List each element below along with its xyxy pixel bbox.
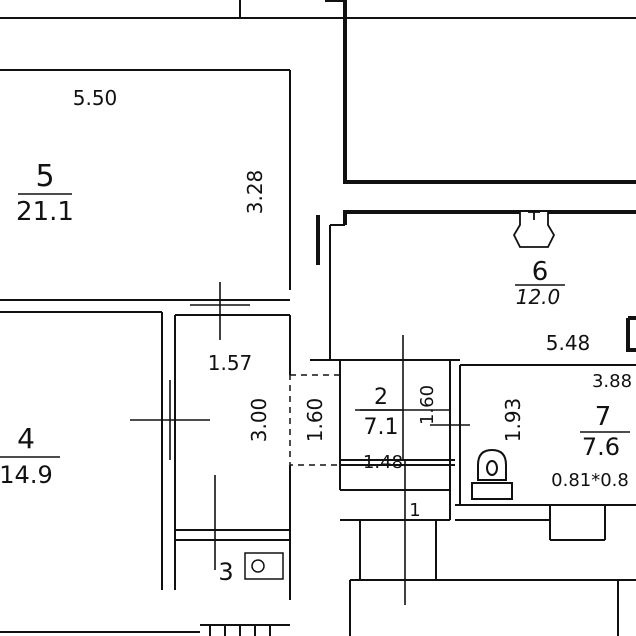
dimension-label: 3.88 xyxy=(592,371,632,392)
room-number: 6 xyxy=(532,257,549,287)
dimension-label: 3.28 xyxy=(243,170,267,215)
door-opening xyxy=(289,374,341,466)
room-area: 14.9 xyxy=(0,461,53,489)
dimension-label: 5.50 xyxy=(73,86,118,110)
room-area: 7.1 xyxy=(364,415,399,440)
room-markers xyxy=(130,282,470,605)
room-number: 7 xyxy=(595,402,612,432)
dimension-label: 1.93 xyxy=(501,398,525,443)
room-area: 21.1 xyxy=(16,197,74,227)
dimension-label: 1.48 xyxy=(363,452,403,473)
dimension-label: 5.48 xyxy=(546,331,591,355)
dimension-label: 3.00 xyxy=(247,398,271,443)
room-area: 12.0 xyxy=(516,285,561,309)
toilet-icon xyxy=(471,448,513,500)
stairs xyxy=(209,625,271,636)
room-number: 4 xyxy=(17,422,35,455)
room-area: 7.6 xyxy=(582,433,620,461)
washbasin-icon xyxy=(244,552,284,580)
room-number: 3 xyxy=(218,558,233,586)
room-number: 1 xyxy=(409,500,420,521)
dimension-label: 0.81*0.8 xyxy=(551,470,629,491)
room-number: 5 xyxy=(35,159,54,194)
room-number: 2 xyxy=(374,385,388,410)
dimension-label: 1.60 xyxy=(417,385,438,425)
sink-icon xyxy=(512,210,556,248)
dimension-label: 1.57 xyxy=(208,351,253,375)
dimension-label: 1.60 xyxy=(303,398,327,443)
plan-thick-walls xyxy=(316,0,636,352)
